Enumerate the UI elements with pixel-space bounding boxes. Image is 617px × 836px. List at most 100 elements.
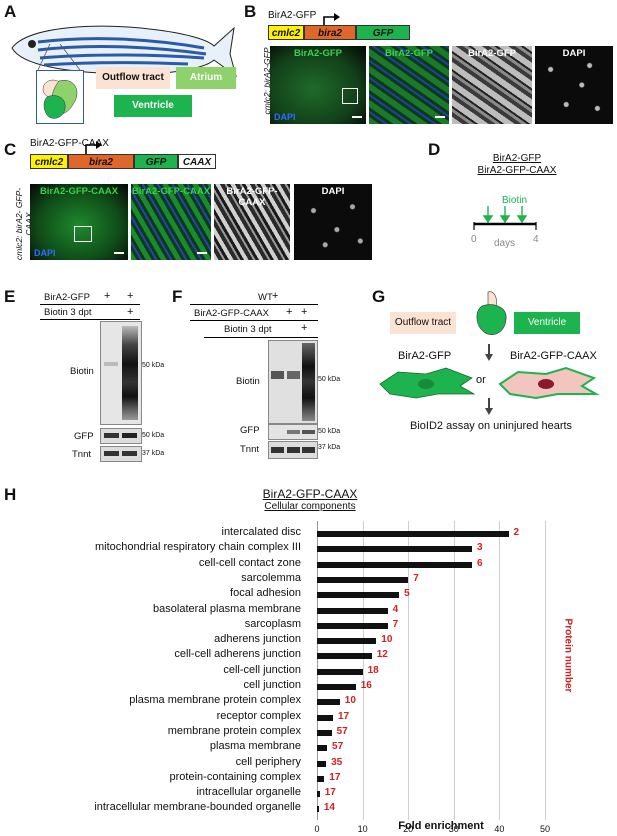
chart-title: BirA2-GFP-CAAX	[262, 487, 358, 501]
f-row2-mark-2: +	[301, 306, 308, 318]
protein-number: 10	[344, 695, 356, 707]
category-label: sarcoplasm	[244, 617, 301, 630]
g-or-label: or	[476, 374, 486, 386]
panel-label-a: A	[4, 2, 17, 21]
protein-number: 17	[324, 787, 336, 799]
dapi-overlay-c: DAPI	[34, 248, 56, 258]
x-tick-label: 20	[403, 823, 414, 834]
protein-number: 57	[332, 741, 344, 753]
enrichment-bar	[317, 775, 325, 782]
biotin-label-d: Biotin	[502, 195, 528, 206]
timeline-tick-4: 4	[533, 234, 539, 245]
scalebar	[114, 252, 124, 254]
protein-number: 14	[323, 802, 335, 814]
enrichment-bar	[317, 561, 473, 568]
category-label: cell junction	[243, 679, 301, 691]
e-row2-mark-1: +	[127, 306, 134, 318]
gridline	[499, 521, 501, 820]
panel-label-g: G	[372, 287, 386, 306]
category-label: intracellular organelle	[196, 786, 301, 799]
panel-label-b: B	[244, 2, 257, 21]
x-tick-label: 10	[357, 823, 368, 834]
panel-label-f: F	[172, 287, 183, 306]
f-blot-gfp	[268, 424, 318, 440]
e-blot-gfp-label: GFP	[74, 431, 94, 442]
category-label: mitochondrial respiratory chain complex …	[94, 541, 301, 554]
construct-c-title: BirA2-GFP-CAAX	[30, 138, 109, 149]
e-blot-biotin-label: Biotin	[70, 366, 94, 377]
e-row1-mark-2: +	[127, 290, 134, 302]
x-axis-label: Fold enrichment	[398, 820, 484, 832]
gene-gfp-b: GFP	[356, 25, 410, 40]
protein-number: 10	[381, 634, 393, 646]
protein-number: 18	[367, 664, 379, 676]
divider	[204, 337, 318, 338]
category-label: adherens junction	[214, 633, 301, 646]
gridline	[545, 521, 546, 820]
f-row1-label: WT	[258, 292, 273, 303]
enrichment-bar	[317, 622, 388, 629]
e-kda-3: 37 kDa	[142, 450, 165, 457]
divider	[40, 319, 140, 320]
image-b-dapi: DAPI	[535, 46, 613, 124]
category-label: membrane protein complex	[167, 724, 301, 737]
timeline-tick-0: 0	[471, 234, 477, 245]
cardiomyocyte-caax-illustration	[498, 366, 600, 400]
image-c-dapi: DAPI	[294, 184, 372, 260]
enrichment-bar	[317, 668, 363, 675]
heart-zoom-lines	[37, 44, 81, 71]
construct-b-title: BirA2-GFP	[268, 10, 317, 21]
category-label: plasma membrane protein complex	[129, 694, 301, 707]
enrichment-bar	[317, 592, 400, 599]
g-outflow-tract-label: Outflow tract	[390, 312, 456, 334]
zebrafish-illustration	[11, 25, 237, 78]
protein-number: 12	[376, 649, 388, 661]
e-row2-label: Biotin 3 dpt	[44, 307, 92, 318]
protein-number: 57	[336, 725, 348, 737]
protein-number: 3	[477, 542, 483, 554]
e-kda-1: 50 kDa	[142, 362, 165, 369]
ventricle-label: Ventricle	[114, 95, 192, 117]
enrichment-bar	[317, 576, 409, 583]
enrichment-bar	[317, 638, 377, 645]
arrow-down-icon	[485, 398, 493, 415]
category-label: focal adhesion	[230, 587, 301, 600]
f-kda-1: 50 kDa	[318, 376, 341, 383]
image-b-merge: BirA2-GFP	[369, 46, 449, 124]
f-row1-mark-1: +	[272, 290, 279, 302]
image-b-gfp: BirA2-GFP	[452, 46, 532, 124]
protein-number: 6	[477, 557, 483, 569]
atrium-label: Atrium	[176, 67, 236, 89]
f-blot-biotin	[268, 340, 318, 424]
gridline	[408, 521, 410, 820]
heart-icon	[476, 291, 507, 335]
x-tick-label: 30	[448, 823, 459, 834]
outflow-tract-label: Outflow tract	[96, 67, 170, 89]
f-blot-tnnt	[268, 441, 318, 459]
enrichment-bar	[317, 607, 388, 614]
arrow-down-icon	[485, 344, 493, 361]
divider	[190, 304, 318, 305]
heart-zoom-box	[36, 70, 84, 124]
category-label: intercalated disc	[221, 526, 302, 538]
enrichment-bar	[317, 699, 340, 706]
e-blot-gfp	[100, 428, 142, 444]
protein-number: 2	[513, 527, 520, 538]
gridline	[362, 521, 364, 820]
protein-number: 17	[337, 710, 350, 722]
enrichment-bar	[317, 546, 473, 553]
gene-bira2-c: bira2	[68, 154, 134, 169]
gene-caax-c: CAAX	[178, 154, 216, 169]
timeline-line2: BirA2-GFP-CAAX	[477, 165, 557, 176]
scalebar	[435, 116, 445, 118]
protein-number: 16	[360, 680, 372, 691]
x-tick-label: 40	[494, 823, 505, 834]
divider	[40, 304, 140, 305]
enrichment-bar	[317, 684, 356, 690]
enrichment-bar	[317, 791, 320, 798]
f-blot-tnnt-label: Tnnt	[240, 444, 260, 455]
gene-cmlc2-b: cmlc2	[268, 25, 304, 40]
protein-number: 4	[392, 603, 399, 615]
protein-number: 35	[331, 756, 343, 768]
e-row1-label: BirA2-GFP	[44, 292, 90, 303]
